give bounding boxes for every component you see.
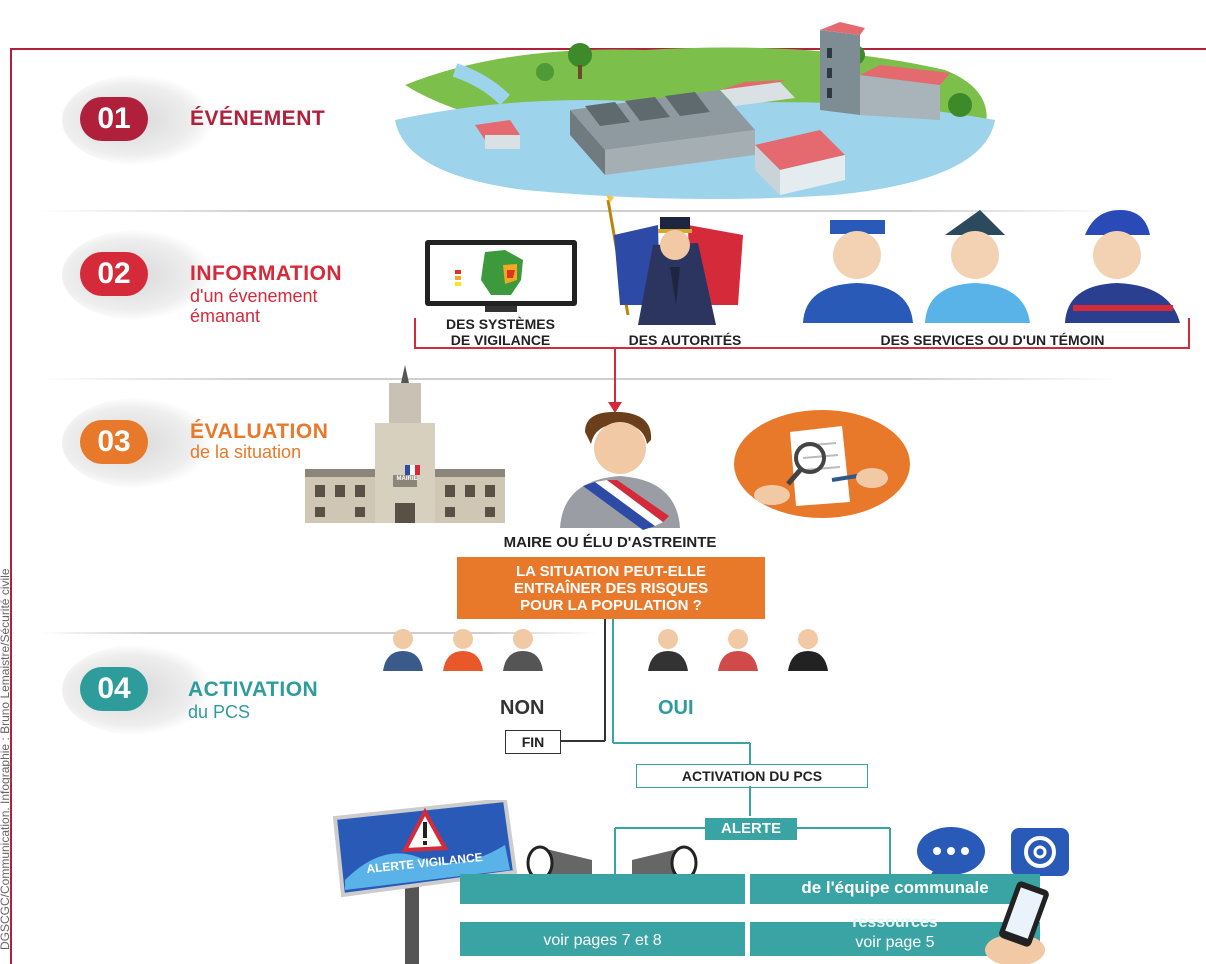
- source-label-vigilance-2: DE VIGILANCE: [450, 332, 551, 348]
- gendarme-icon: [925, 210, 1030, 323]
- step-subtitle-information-2: émanant: [190, 306, 261, 326]
- step-number-badge-4: 04: [80, 667, 148, 711]
- right-pages-label: voir page 5: [855, 934, 935, 951]
- step-title-evenement: ÉVÉNEMENT: [190, 107, 326, 130]
- town-hall-icon: [305, 365, 505, 523]
- decision-flow-lines: [560, 619, 751, 765]
- risk-question-line-3: POUR LA POPULATION ?: [520, 597, 702, 614]
- team-label: de l'équipe communale: [801, 878, 989, 897]
- step-number-badge-3: 03: [80, 420, 148, 464]
- separator-3: [40, 632, 600, 634]
- left-teal-bar-top: [460, 874, 745, 904]
- step-number-badge-1: 01: [80, 97, 148, 141]
- step-title-activation: ACTIVATION: [188, 678, 319, 701]
- email-at-icon: [1011, 828, 1069, 876]
- sources-bracket: [414, 318, 1190, 413]
- source-label-authorities: DES AUTORITÉS: [628, 332, 742, 348]
- image-credit: DGSCGC/Communication. Infographie : Brun…: [0, 568, 12, 951]
- left-pages-label: voir pages 7 et 8: [543, 932, 662, 949]
- step-subtitle-information-1: d'un évenement: [190, 286, 318, 306]
- step-title-evaluation: ÉVALUATION: [190, 420, 329, 443]
- town-hall-sign: MAIRIE: [396, 476, 418, 482]
- police-officer-icon: [803, 220, 913, 323]
- alerte-box: ALERTE: [705, 818, 797, 840]
- smartphone-icon: [985, 881, 1049, 964]
- communication-icons: [917, 827, 1069, 884]
- decision-non-label: NON: [500, 697, 545, 719]
- emergency-services-icons: [803, 210, 1180, 323]
- red-roof-house: [755, 130, 845, 195]
- risk-question-box: LA SITUATION PEUT-ELLE ENTRAÎNER DES RIS…: [457, 557, 765, 619]
- tower-building: [820, 22, 950, 120]
- document-inspection-icon: [734, 410, 910, 518]
- non-people-group: [383, 629, 543, 671]
- decision-oui-label: OUI: [658, 697, 694, 719]
- chat-bubble-icon: [917, 827, 985, 884]
- risk-question-line-2: ENTRAÎNER DES RISQUES: [513, 580, 709, 597]
- left-teal-bar-bottom: voir pages 7 et 8: [460, 922, 745, 956]
- right-teal-bar-top: de l'équipe communale: [750, 874, 1040, 904]
- source-label-vigilance-1: DES SYSTÈMES: [446, 316, 555, 332]
- risk-question-line-1: LA SITUATION PEUT-ELLE: [516, 563, 706, 580]
- frame-left-border: [10, 48, 12, 964]
- separator-2: [40, 378, 1120, 380]
- oui-people-group: [648, 629, 828, 671]
- step-number-badge-2: 02: [80, 252, 148, 296]
- prefect-authority-icon: [606, 195, 743, 325]
- step-subtitle-evaluation: de la situation: [190, 442, 302, 462]
- flood-illustration: [395, 22, 995, 199]
- mayor-label: MAIRE OU ÉLU D'ASTREINTE: [503, 534, 717, 551]
- step-title-information: INFORMATION: [190, 262, 343, 285]
- alerte-vigilance-sign: [332, 800, 518, 964]
- vigilance-monitor-icon: [425, 240, 577, 312]
- ressources-label: ressources: [852, 914, 938, 931]
- small-house: [475, 80, 795, 149]
- firefighter-icon: [1065, 210, 1180, 323]
- factory-building: [570, 90, 755, 175]
- activation-pcs-box: ACTIVATION DU PCS: [636, 764, 868, 788]
- frame-top-border: [10, 48, 1206, 50]
- mayor-icon: [560, 411, 680, 530]
- step-subtitle-activation: du PCS: [188, 702, 251, 722]
- fin-box: FIN: [505, 730, 561, 754]
- source-label-services: DES SERVICES OU D'UN TÉMOIN: [880, 332, 1105, 348]
- separator-1: [40, 210, 1120, 212]
